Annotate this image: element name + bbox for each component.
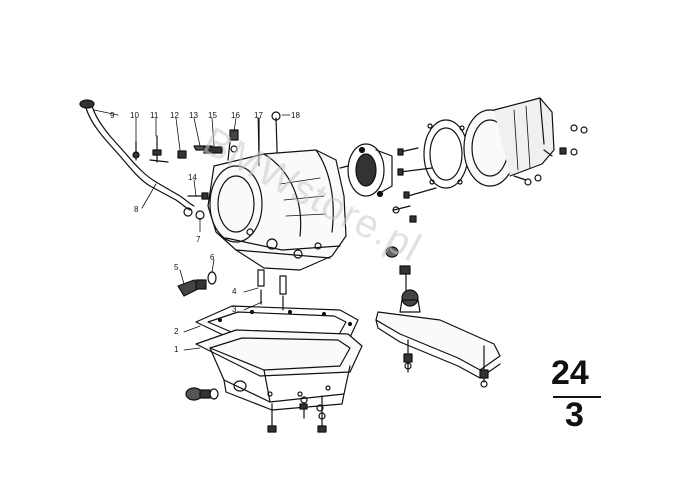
filter-studs [257,269,287,311]
callout-18: 18 [291,111,300,120]
callout-4: 4 [232,287,237,296]
transmission-case [207,149,347,271]
callout-3: 3 [232,305,237,314]
callout-2: 2 [174,327,179,336]
extension-housing [463,97,588,187]
callout-15: 15 [208,111,217,120]
mount-crossmember [375,246,501,388]
dipstick-tube [79,99,195,217]
speed-sensor [177,271,217,297]
callout-6: 6 [210,253,215,262]
callout-12: 12 [170,111,179,120]
sub-number: 3 [565,396,584,434]
callout-8: 8 [134,205,139,214]
housing-bolts [392,147,437,223]
small-hardware [132,111,281,220]
callout-1: 1 [174,345,179,354]
output-flange [339,143,393,198]
pan-bolts [267,395,327,433]
group-divider [553,396,601,398]
callout-5: 5 [174,263,179,272]
callout-11: 11 [150,111,159,120]
leader-lines [93,109,291,351]
callout-7: 7 [196,235,201,244]
callout-14: 14 [188,173,197,182]
drain-plug [185,387,219,401]
group-number: 24 [551,354,589,392]
callout-10: 10 [130,111,139,120]
callout-9: 9 [110,111,115,120]
callout-16: 16 [231,111,240,120]
oil-pan [195,329,363,411]
callout-17: 17 [254,111,263,120]
extension-gasket [423,119,469,189]
callout-13: 13 [189,111,198,120]
callout-labels: 1 2 3 4 5 6 7 8 9 10 11 12 13 14 15 16 1… [110,111,300,354]
